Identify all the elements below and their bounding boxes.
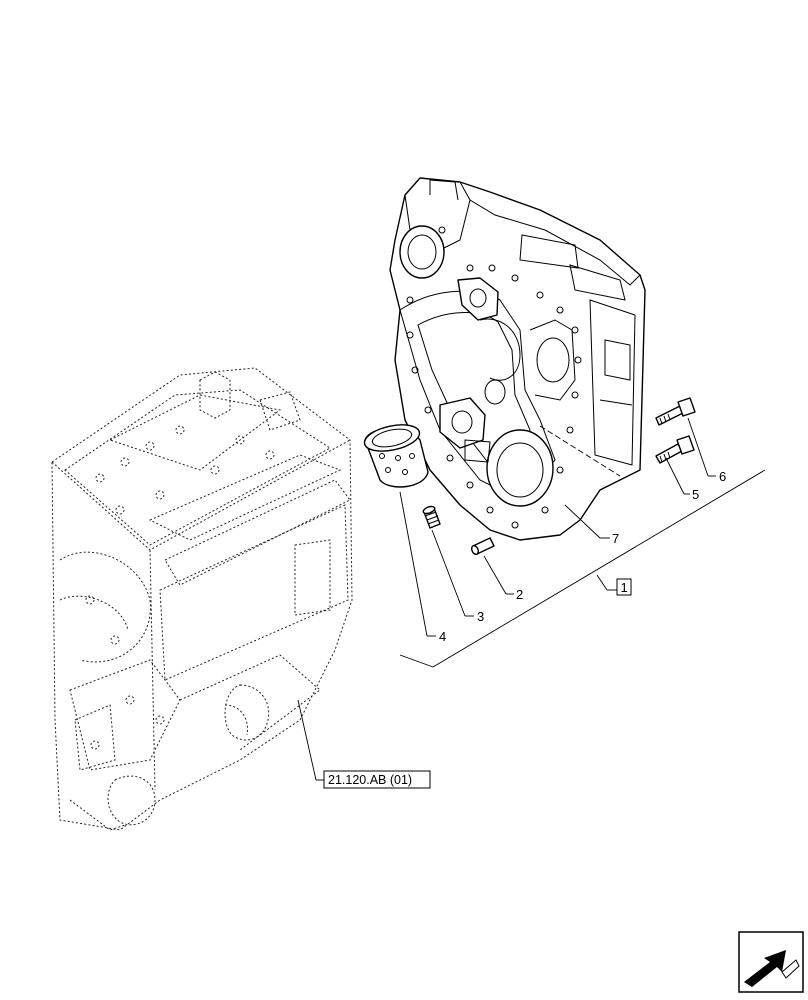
callout-2: 2 bbox=[516, 587, 523, 602]
callout-1: 1 bbox=[621, 580, 628, 595]
housing-bolt-holes bbox=[406, 226, 582, 529]
dowel-pin-part bbox=[470, 537, 495, 555]
callout-5: 5 bbox=[692, 487, 699, 502]
housing-bolt-holes bbox=[85, 425, 275, 750]
callout-6: 6 bbox=[719, 469, 726, 484]
reference-text: 21.120.AB (01) bbox=[328, 773, 412, 787]
reference-housing bbox=[51, 367, 353, 831]
reference-box bbox=[323, 770, 431, 789]
bolt-part-6 bbox=[655, 397, 696, 426]
callout-3: 3 bbox=[477, 609, 484, 624]
bushing-part bbox=[363, 424, 429, 488]
leader-lines bbox=[297, 417, 766, 781]
bolt-part-5 bbox=[655, 435, 695, 464]
reference-label[interactable]: 21.120.AB (01) bbox=[323, 770, 431, 789]
callouts: 1 2 3 4 5 6 7 bbox=[439, 469, 726, 644]
callout-7: 7 bbox=[612, 531, 619, 546]
rear-cover-housing bbox=[389, 177, 646, 541]
set-screw-part bbox=[422, 505, 441, 529]
arrow-icon[interactable] bbox=[738, 931, 804, 993]
callout-4: 4 bbox=[439, 629, 446, 644]
callout-1-box bbox=[616, 578, 632, 596]
